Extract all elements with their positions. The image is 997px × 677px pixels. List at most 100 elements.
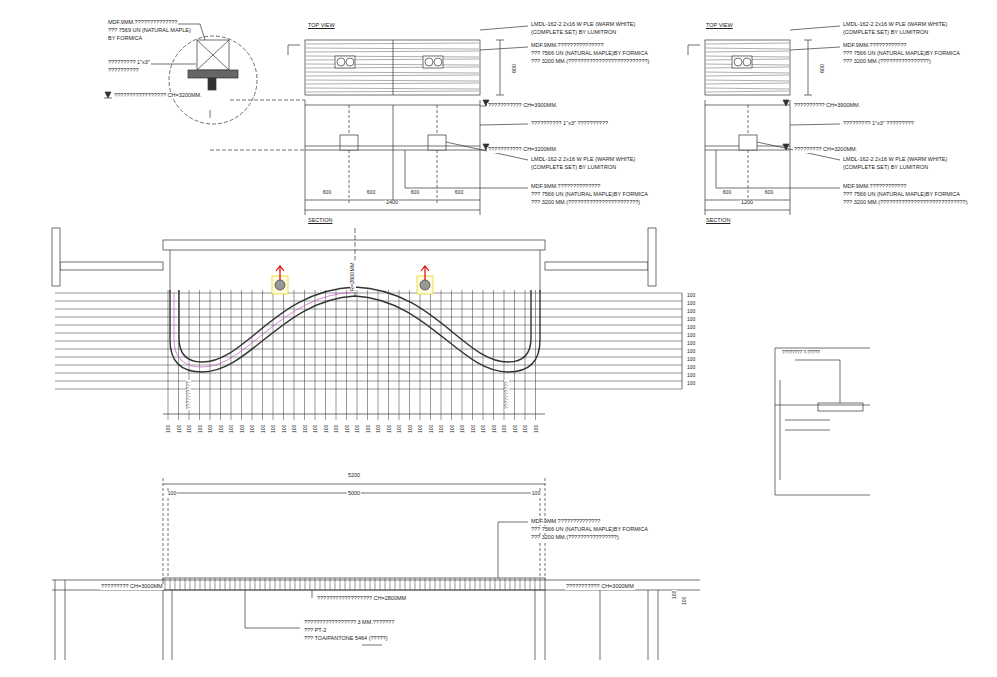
slat-line	[399, 290, 400, 420]
dimension-label: 5000	[347, 491, 361, 497]
annotation-label: MDF.9MM.???????????????	[530, 43, 604, 49]
annotation-label: ????????? 1"x3" ?????????	[842, 121, 915, 127]
slat-line	[493, 290, 494, 420]
dimension-label: 600	[410, 190, 420, 195]
grid-line	[55, 373, 682, 374]
slat-line	[273, 290, 274, 420]
annotation-label: (COMPLETE SET) BY LUMITRON	[842, 165, 929, 171]
annotation-label: MDF.9MM.??????????????	[107, 20, 178, 26]
annotation-label: ??? 3200 MM.(??????????????????????????)	[530, 59, 650, 65]
dimension-label: 100	[471, 424, 476, 434]
dimension-label: 600	[820, 63, 826, 74]
annotation-label: ??? 7566 UN (NATURAL MAPLE)BY FORMICA	[530, 527, 649, 533]
dimension-label: 100	[292, 424, 297, 434]
annotation-label: (COMPLETE SET) BY LUMITRON	[530, 165, 617, 171]
dimension-label: 100	[686, 357, 696, 362]
wood-grain	[306, 88, 479, 89]
slat-line	[346, 290, 347, 420]
annotation-label: ??????????? CH=3000MM	[565, 584, 635, 590]
dimension-label: 100	[240, 424, 245, 434]
slat-line	[231, 290, 232, 420]
dimension-label: 100	[686, 301, 696, 306]
grid-line	[55, 341, 682, 342]
dimension-label: 100	[686, 341, 696, 346]
wood-grain	[306, 91, 479, 92]
dimension-label: 100	[523, 424, 528, 434]
wood-grain	[706, 80, 789, 81]
dimension-label: 100	[686, 381, 696, 386]
annotation-label: LMDL-162-2 2x16 W PLE (WARM WHITE)	[842, 22, 948, 28]
annotation-label: ??????????	[504, 380, 509, 410]
wood-grain	[306, 75, 479, 76]
annotation-label: R=2600MM.	[350, 260, 356, 292]
grid-line	[55, 301, 682, 302]
detail-bubble	[104, 24, 305, 124]
dimension-label: 100	[686, 365, 696, 370]
dimension-label: 600	[764, 190, 774, 195]
wood-grain	[706, 83, 789, 84]
wood-grain	[306, 51, 479, 52]
dimension-label: 100	[439, 424, 444, 434]
dimension-label: 100	[686, 309, 696, 314]
annotation-label: ??????????	[107, 68, 140, 74]
dimension-label: 100	[397, 424, 402, 434]
dimension-label: 100	[345, 424, 350, 434]
dimension-label: 600	[512, 63, 518, 74]
annotation-label: LMDL-162-2 2x16 W PLE (WARM WHITE)	[530, 22, 636, 28]
wood-grain	[706, 91, 789, 92]
dimension-label: 2400	[385, 200, 399, 206]
slat-line	[378, 290, 379, 420]
annotation-label: ????????? CH=3200MM.	[793, 147, 858, 153]
section-view-small	[705, 100, 840, 215]
wood-grain	[706, 88, 789, 89]
dimension-label: 100	[502, 424, 507, 434]
slat-line	[283, 290, 284, 420]
grid-line	[55, 325, 682, 326]
dimension-label: 1200	[740, 200, 754, 206]
detail-box	[775, 348, 870, 495]
grid-line	[55, 293, 682, 294]
wood-grain	[306, 83, 479, 84]
dimension-label: 100	[187, 424, 192, 434]
dimension-label: 100	[282, 424, 287, 434]
wood-grain	[306, 80, 479, 81]
dimension-label: 100	[531, 491, 541, 496]
grid-line	[55, 365, 682, 366]
dimension-label: 100	[686, 293, 696, 298]
slat-line	[420, 290, 421, 420]
dimension-label: 100	[686, 373, 696, 378]
slat-line	[325, 290, 326, 420]
slat-line	[199, 290, 200, 420]
dimension-label: 100	[177, 424, 182, 434]
dimension-label: 100	[376, 424, 381, 434]
annotation-label: TOP VIEW	[307, 23, 336, 29]
dimension-label: 600	[322, 190, 332, 195]
grid-line	[55, 309, 682, 310]
wood-grain	[306, 43, 479, 44]
annotation-label: (COMPLETE SET) BY LUMITRON	[842, 30, 929, 36]
annotation-label: ??? 7569 UN (NATURAL MAPLE)	[107, 28, 192, 34]
wood-grain	[706, 51, 789, 52]
dimension-label: 100	[198, 424, 203, 434]
dimension-label: 100	[429, 424, 434, 434]
dimension-label: 100	[219, 424, 224, 434]
annotation-label: ?????????????????? CH=2800MM	[316, 596, 407, 602]
wood-grain	[306, 56, 479, 57]
elevation	[52, 478, 700, 660]
annotation-label: ??? 7566 UN (NATURAL MAPLE)BY FORMICA	[530, 51, 649, 57]
wood-grain	[706, 48, 789, 49]
annotation-label: ????????? 1"x3"	[107, 60, 151, 66]
slat-line	[462, 290, 463, 420]
annotation-label: MDF.9MM.??????????????	[530, 184, 601, 190]
dimension-label: 100	[418, 424, 423, 434]
annotation-label: ??????????	[186, 380, 191, 410]
annotation-label: ??? 3200 MM.(???????????????????????????…	[842, 200, 968, 206]
dimension-label: 100	[682, 596, 687, 606]
wood-grain	[706, 72, 789, 73]
dimension-label: 600	[454, 190, 464, 195]
annotation-label: ??????????? CH=3200MM.	[487, 147, 558, 153]
slat-line	[357, 290, 358, 420]
slat-line	[409, 290, 410, 420]
wood-grain	[306, 64, 479, 65]
